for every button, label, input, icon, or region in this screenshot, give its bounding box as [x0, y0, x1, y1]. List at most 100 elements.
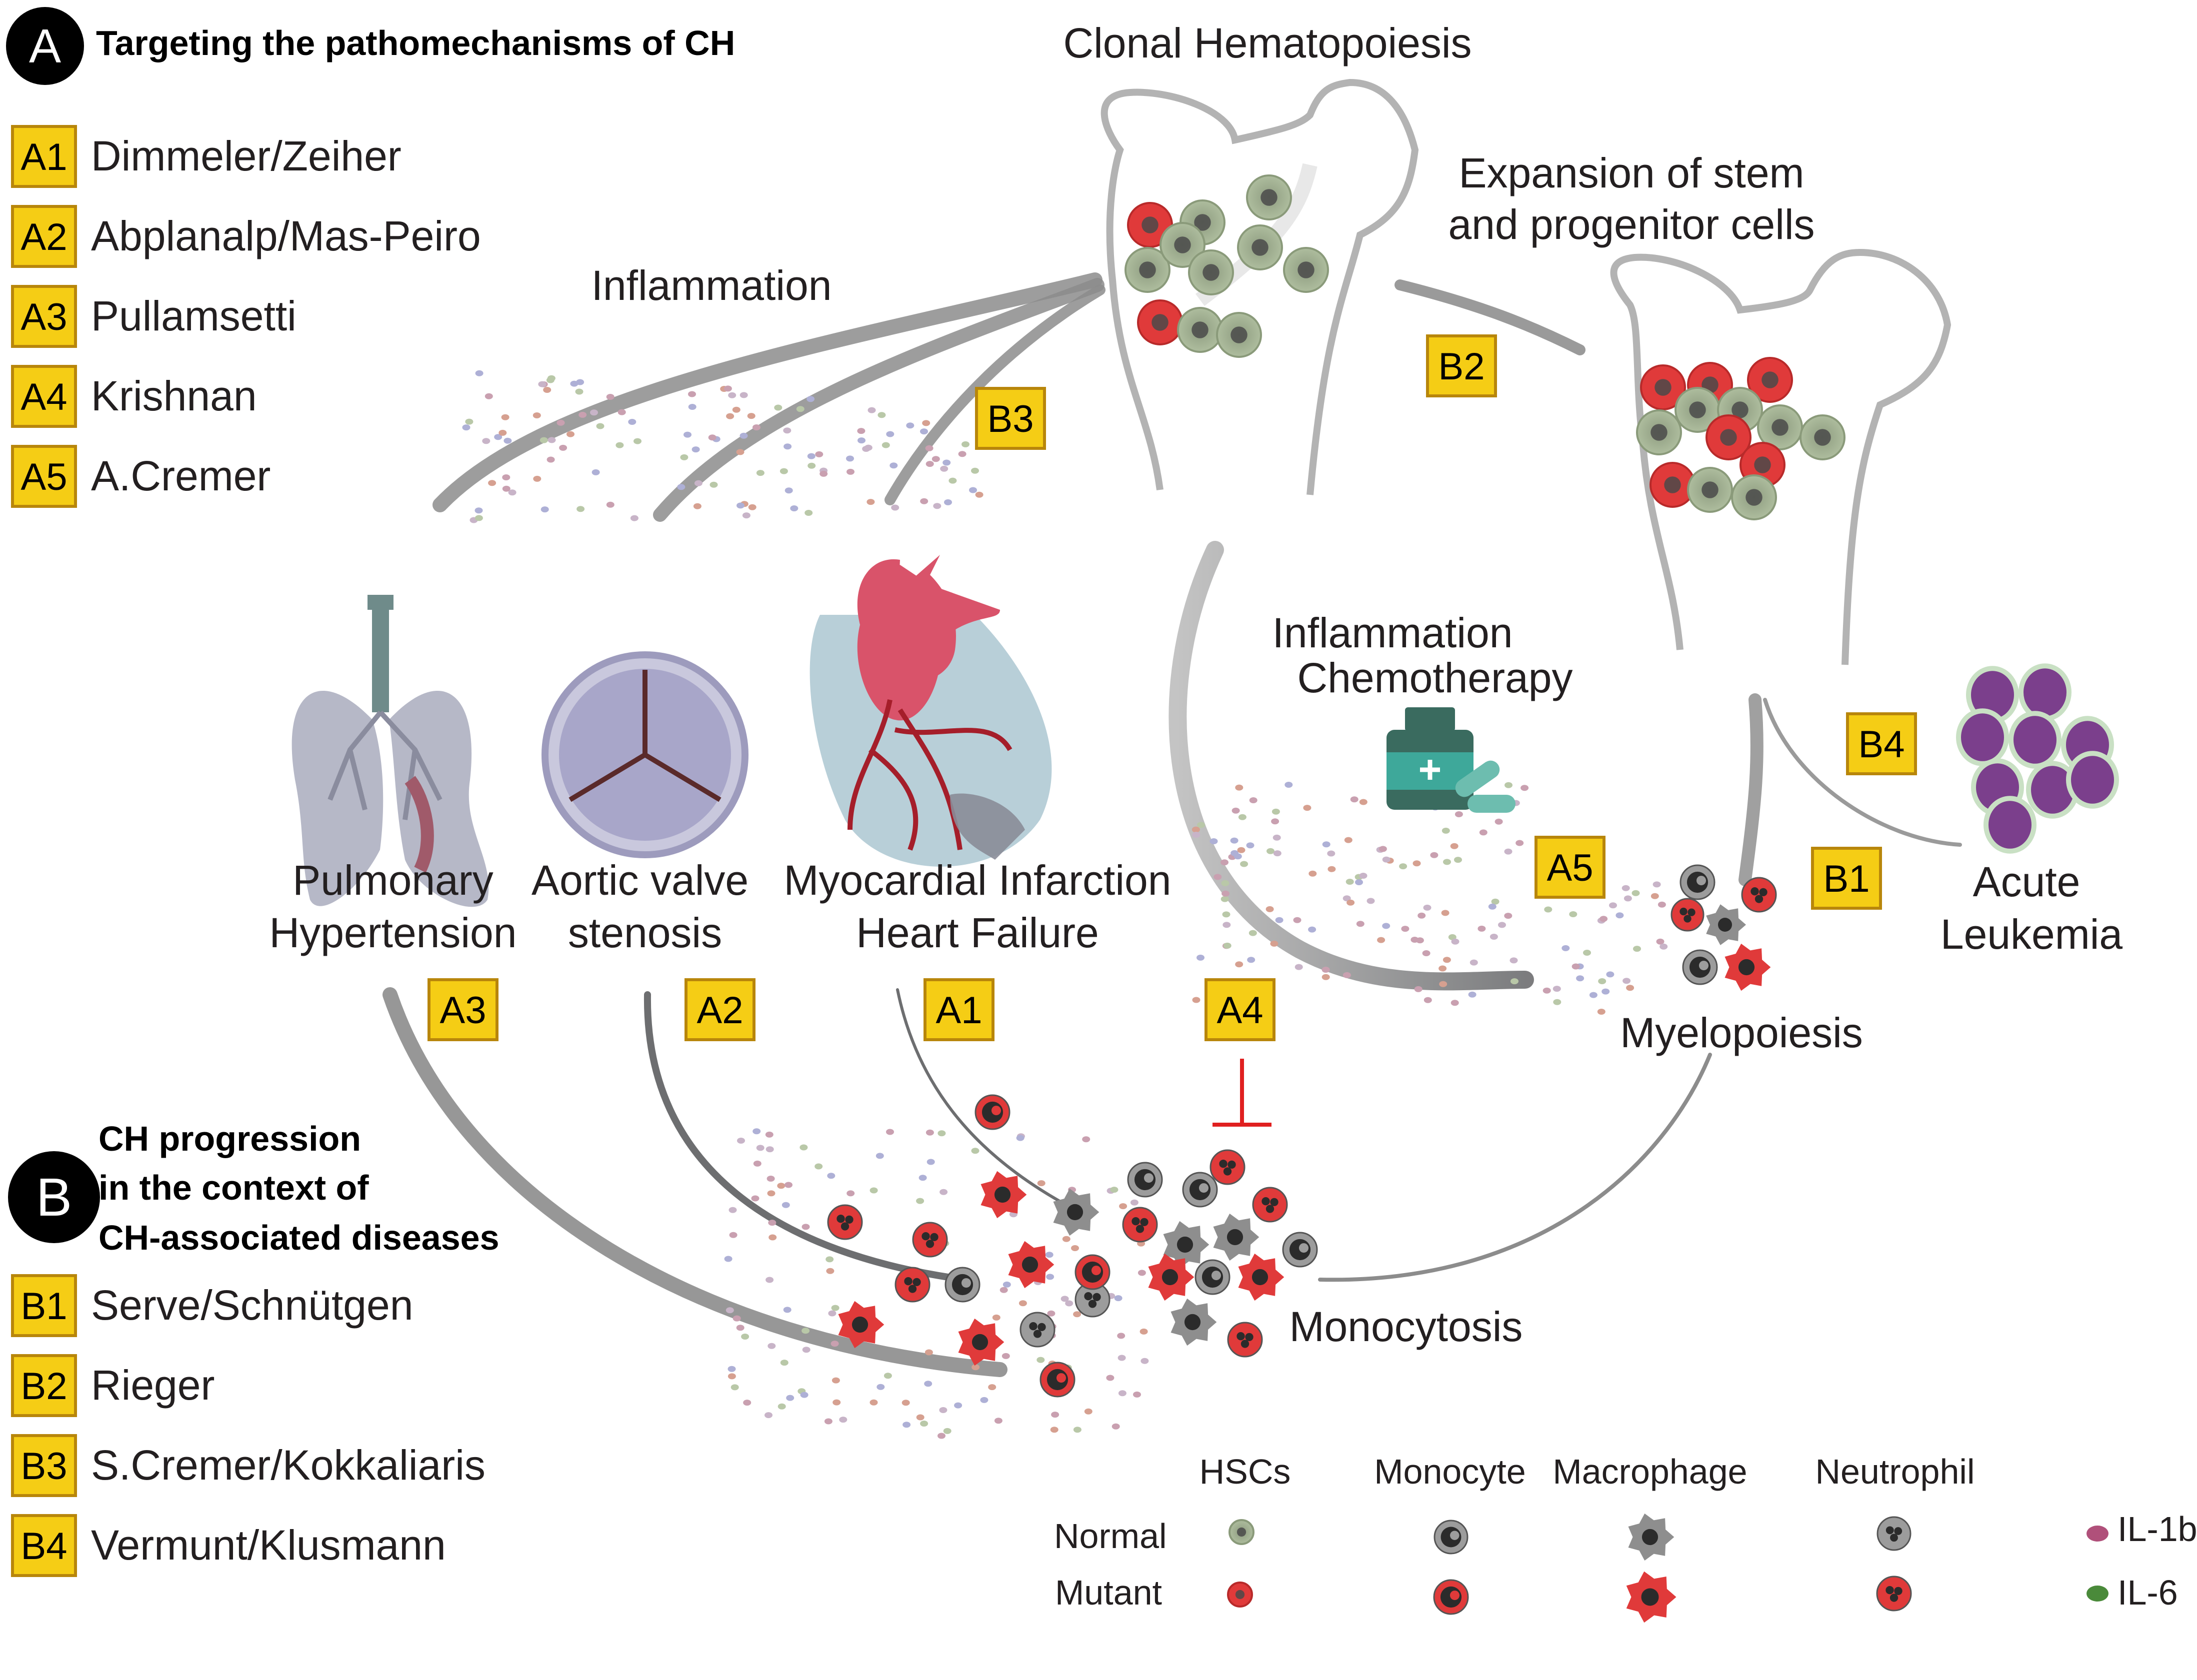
- legend-hsc-mutant: [1227, 1582, 1253, 1608]
- cytokine-dot-96: [942, 459, 951, 466]
- section-a-letter: A: [29, 19, 61, 73]
- inhibition-symbol: [1212, 1059, 1272, 1127]
- b-list-tag-b2: B2: [11, 1354, 77, 1417]
- cytokine-dot-233: [1616, 912, 1624, 919]
- cytokine-dot-254: [1583, 950, 1591, 956]
- cytokine-dot-113: [868, 407, 876, 413]
- legend-cell-icons: [1227, 1513, 2108, 1623]
- medicine-bottle-icon: [1386, 707, 1474, 810]
- cytokine-dot-237: [1658, 901, 1666, 908]
- cytokine-dot-81: [694, 480, 702, 486]
- cytokine-dot-308: [766, 1277, 774, 1283]
- myocardial-label-line-1: Myocardial Infarction: [784, 857, 1172, 904]
- monocytosis-cell-10: [1282, 1232, 1318, 1268]
- cytokine-dot-236: [1652, 881, 1661, 888]
- cytokine-dot-219: [1223, 942, 1232, 949]
- cytokine-dot-3: [474, 507, 483, 514]
- diagram-tag-a2: A2: [684, 978, 756, 1041]
- cytokine-dot-39: [475, 370, 484, 376]
- cytokine-dot-250: [1660, 943, 1668, 950]
- cytokine-dot-13: [556, 419, 565, 426]
- cytokine-dot-344: [802, 1347, 810, 1353]
- myelo-monocyte-normal: [1680, 864, 1716, 900]
- diagram-tag-a1-label: A1: [936, 989, 982, 1032]
- cytokine-dot-262: [988, 1384, 996, 1391]
- monocytosis-cell-1: [974, 1094, 1010, 1130]
- cytokine-dot-323: [971, 1148, 980, 1154]
- cytokine-dot-200: [1470, 959, 1478, 966]
- a-list-tag-a5: A5: [11, 445, 77, 508]
- cytokine-dot-115: [920, 498, 928, 504]
- legend-macrophage-normal: [1628, 1513, 1674, 1561]
- cytokine-dot-156: [1520, 785, 1529, 791]
- cytokine-dot-38: [606, 394, 614, 400]
- diagram-tag-a3-label: A3: [440, 989, 486, 1032]
- legend-il6: IL-6: [2118, 1573, 2178, 1612]
- bone2-hsc-11: [1650, 462, 1696, 508]
- cytokine-dot-380: [839, 1417, 848, 1423]
- cytokine-dot-28: [465, 418, 474, 425]
- cytokine-dot-157: [1266, 906, 1274, 912]
- cytokine-dot-224: [1378, 846, 1387, 852]
- cytokine-dot-106: [886, 431, 894, 437]
- cytokine-dot-338: [743, 1400, 752, 1406]
- cytokine-dot-180: [1246, 842, 1254, 849]
- cytokine-dot-143: [1490, 934, 1498, 940]
- cytokine-dot-72: [808, 462, 816, 469]
- cytokine-dot-231: [1552, 986, 1561, 992]
- monocytosis-cell-16: [1194, 1259, 1230, 1295]
- cytokine-dot-355: [736, 1325, 744, 1331]
- b-list-tag-b3-label: B3: [21, 1445, 68, 1488]
- cytokine-dot-297: [783, 1307, 792, 1313]
- diagram-tag-b3-label: B3: [988, 398, 1034, 440]
- cytokine-dot-381: [1140, 1358, 1149, 1364]
- cytokine-dot-33: [540, 506, 549, 513]
- cytokine-dot-278: [752, 1128, 761, 1135]
- diagram-tag-b2-label: B2: [1438, 345, 1485, 388]
- cytokine-dot-314: [1002, 1353, 1010, 1359]
- cytokine-dot-104: [926, 461, 934, 467]
- cytokine-dot-272: [728, 1207, 737, 1213]
- cytokine-dot-128: [1412, 860, 1421, 867]
- cytokine-dot-371: [737, 1138, 745, 1144]
- cytokine-dot-91: [948, 477, 957, 484]
- cytokine-dot-216: [1494, 818, 1503, 825]
- cytokine-dot-300: [726, 1307, 734, 1314]
- monocytosis-cell-cluster: [827, 1094, 1318, 1398]
- cytokine-dot-85: [804, 510, 813, 516]
- cytokine-dot-347: [924, 1349, 933, 1356]
- section-b-header: B CH progression in the context of CH-as…: [8, 1119, 500, 1257]
- cytokine-dot-58: [736, 449, 744, 455]
- cytokine-dot-273: [924, 1381, 932, 1387]
- cytokine-dot-57: [742, 512, 750, 519]
- cytokine-dot-87: [857, 428, 866, 434]
- cytokine-dot-175: [1418, 912, 1426, 919]
- cytokine-dot-195: [1222, 922, 1231, 928]
- cytokine-dot-359: [1114, 1295, 1122, 1302]
- cytokine-dot-166: [1248, 930, 1257, 936]
- cytokine-dot-74: [736, 502, 744, 509]
- diagram-tag-a4: A4: [1204, 978, 1276, 1041]
- monocytosis-cell-8: [1252, 1187, 1288, 1223]
- monocytosis-cell-5: [1127, 1162, 1163, 1198]
- cytokine-dot-307: [1065, 1300, 1074, 1307]
- cytokine-dot-227: [1624, 895, 1632, 902]
- bone1-hsc-5: [1160, 222, 1206, 268]
- cytokine-dot-256: [870, 1187, 878, 1194]
- monocytosis-cell-25: [1227, 1322, 1263, 1358]
- cytokine-dot-27: [592, 469, 600, 475]
- cytokine-dot-362: [768, 1343, 776, 1349]
- myelo-monocyte-normal-2: [1682, 949, 1718, 985]
- cytokine-dot-167: [1454, 857, 1462, 863]
- cytokine-dot-289: [1082, 1136, 1090, 1143]
- cytokine-dot-133: [1448, 934, 1456, 940]
- cytokine-dot-23: [540, 437, 548, 443]
- cytokine-dot-192: [1439, 981, 1448, 987]
- bone2-hsc-5: [1674, 387, 1720, 433]
- cytokine-dot-330: [940, 1189, 948, 1195]
- cytokine-dot-234: [1562, 945, 1570, 951]
- cytokine-dot-223: [1382, 856, 1390, 863]
- cytokine-dot-320: [778, 1403, 786, 1410]
- legend-col-monocyte: Monocyte: [1374, 1452, 1526, 1491]
- cytokine-dot-80: [708, 434, 716, 441]
